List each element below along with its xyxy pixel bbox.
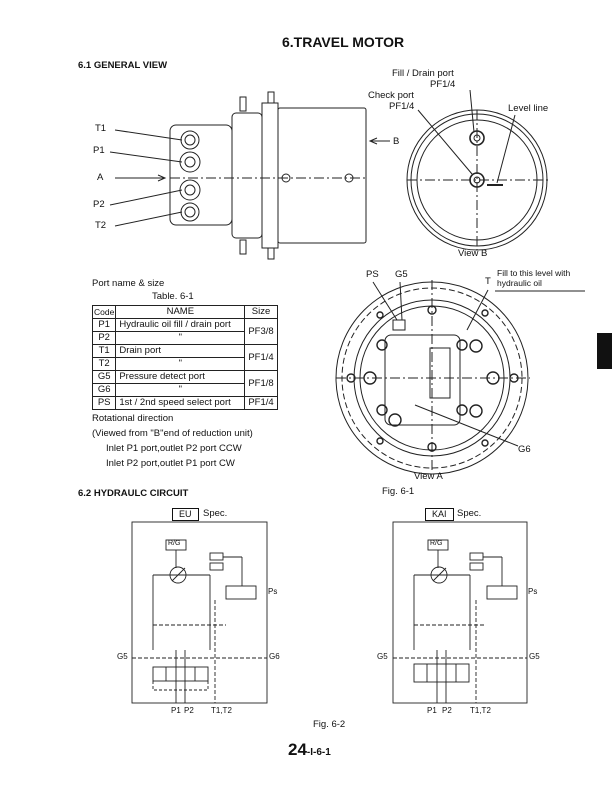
kai-spec-label: Spec. xyxy=(457,508,482,519)
eu-spec-label: Spec. xyxy=(203,508,228,519)
fill-drain-port-size: PF1/4 xyxy=(430,79,456,90)
cell-name: " xyxy=(115,331,246,345)
cell-code: PS xyxy=(91,396,117,410)
label-p1: P1 xyxy=(93,145,105,156)
level-line-label: Level line xyxy=(508,103,549,114)
check-port-size: PF1/4 xyxy=(389,101,415,112)
cell-code: P1 xyxy=(91,318,117,332)
eu-g5-label: G5 xyxy=(117,652,128,661)
fig-6-1-caption: Fig. 6-1 xyxy=(382,486,415,497)
eu-rg-label: R/G xyxy=(168,540,181,547)
kai-g5-label: G5 xyxy=(377,652,388,661)
section-thumb-tab xyxy=(597,333,612,369)
cell-code: P2 xyxy=(91,331,117,345)
label-b: B xyxy=(393,136,400,147)
fill-drain-port-label: Fill / Drain port xyxy=(392,68,454,79)
cell-name: " xyxy=(115,383,246,397)
eu-ps-label: Ps xyxy=(268,587,278,596)
cell-name: 1st / 2nd speed select port xyxy=(115,396,246,410)
cell-code: T2 xyxy=(91,357,117,371)
view-b-drawing xyxy=(406,89,548,251)
fig-6-2-caption: Fig. 6-2 xyxy=(313,719,346,730)
label-p2: P2 xyxy=(93,199,105,210)
page-title: 6.TRAVEL MOTOR xyxy=(282,34,405,50)
header-name: NAME xyxy=(115,305,246,319)
kai-ps-label: Ps xyxy=(528,587,538,596)
eu-circuit-diagram xyxy=(131,521,268,704)
kai-circuit-diagram xyxy=(392,521,528,704)
kai-rg-label: R/G xyxy=(430,540,443,547)
view-b-caption: View B xyxy=(458,248,488,259)
label-t1: T1 xyxy=(95,123,107,134)
rotation-subtitle: (Viewed from "B"end of reduction unit) xyxy=(92,428,253,439)
cell-size: PF1/4 xyxy=(244,396,278,410)
label-a: A xyxy=(97,172,104,183)
cell-size: PF1/4 xyxy=(244,344,278,371)
label-g6: G6 xyxy=(518,444,531,455)
rotation-line-2: Inlet P2 port,outlet P1 port CW xyxy=(106,458,235,469)
label-ps: PS xyxy=(366,269,379,280)
kai-g6-label: G5 xyxy=(529,652,540,661)
header-size: Size xyxy=(244,305,278,319)
kai-p1-label: P1 xyxy=(427,706,437,715)
label-g5: G5 xyxy=(395,269,408,280)
kai-spec-tag: KAI xyxy=(425,508,454,521)
kai-t-label: T1,T2 xyxy=(470,706,491,715)
rotation-line-1: Inlet P1 port,outlet P2 port CCW xyxy=(106,443,242,454)
fill-level-note-2: hydraulic oil xyxy=(497,278,542,288)
eu-spec-tag: EU xyxy=(172,508,199,521)
label-t: T xyxy=(485,276,491,287)
section-heading-general-view: 6.1 GENERAL VIEW xyxy=(78,60,168,71)
eu-t-label: T1,T2 xyxy=(211,706,232,715)
kai-p2-label: P2 xyxy=(442,706,452,715)
cell-name: Hydraulic oil fill / drain port xyxy=(115,318,246,332)
cell-name: " xyxy=(115,357,246,371)
view-a-drawing xyxy=(335,280,585,475)
section-heading-hydraulic-circuit: 6.2 HYDRAULC CIRCUIT xyxy=(78,488,189,499)
port-table-caption: Table. 6-1 xyxy=(152,291,194,302)
motor-side-view xyxy=(109,91,390,260)
page-number: 24-I-6-1 xyxy=(288,740,331,760)
page-number-main: 24 xyxy=(288,740,307,759)
label-t2: T2 xyxy=(95,220,107,231)
cell-size: PF3/8 xyxy=(244,318,278,345)
check-port-label: Check port xyxy=(368,90,414,101)
rotation-title: Rotational direction xyxy=(92,413,174,424)
eu-g6-label: G6 xyxy=(269,652,280,661)
page-number-suffix: -I-6-1 xyxy=(306,747,331,758)
view-a-caption: View A xyxy=(414,471,443,482)
cell-size: PF1/8 xyxy=(244,370,278,397)
fill-level-note-1: Fill to this level with xyxy=(497,268,571,278)
header-code: Code xyxy=(91,305,117,319)
cell-name: Pressure detect port xyxy=(115,370,246,384)
cell-name: Drain port xyxy=(115,344,246,358)
cell-code: G5 xyxy=(91,370,117,384)
cell-code: G6 xyxy=(91,383,117,397)
eu-p1-label: P1 xyxy=(171,706,181,715)
port-table-heading: Port name & size xyxy=(92,278,165,289)
eu-p2-label: P2 xyxy=(184,706,194,715)
cell-code: T1 xyxy=(91,344,117,358)
